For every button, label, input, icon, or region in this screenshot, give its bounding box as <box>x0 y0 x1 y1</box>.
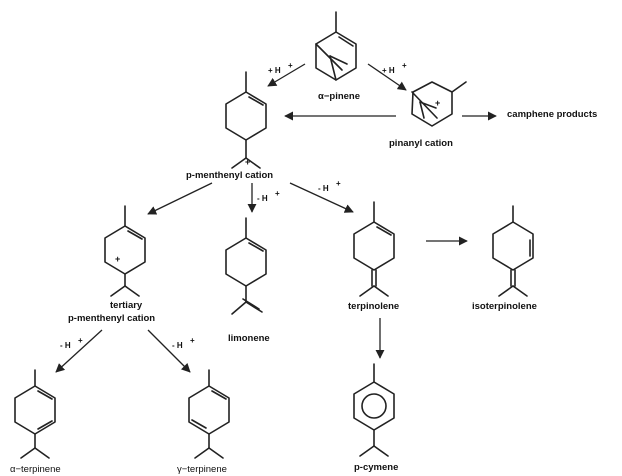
svg-text:+: + <box>275 189 280 198</box>
reagent-protonation-right: + H + <box>382 61 407 75</box>
svg-text:- H: - H <box>60 341 71 350</box>
tertiary-cation-charge: + <box>115 254 120 264</box>
svg-text:+: + <box>78 336 83 345</box>
pinanyl-cation-structure <box>411 81 467 127</box>
isoterpinolene-structure <box>492 205 534 297</box>
p-menthenyl-cation-structure <box>225 71 267 169</box>
svg-text:+: + <box>336 179 341 188</box>
alpha-terpinene-label: α−terpinene <box>10 464 61 475</box>
reagent-deprotonation-alpha: - H + <box>60 336 83 350</box>
arrow-menthenyl-to-terpinolene <box>289 182 354 213</box>
tertiary-p-menthenyl-cation-structure <box>104 205 146 297</box>
reagent-deprotonation-terpinolene: - H + <box>318 179 341 193</box>
arrow-tertiary-to-alpha-terpinene <box>55 329 103 373</box>
limonene-structure <box>225 217 267 315</box>
pinanyl-cation-label: pinanyl cation <box>389 138 453 149</box>
pinanyl-cation-charge: + <box>435 98 440 108</box>
arrow-pinene-to-menthenyl <box>267 63 306 87</box>
reagent-deprotonation-gamma: - H + <box>172 336 195 350</box>
svg-text:+ H: + H <box>382 66 395 75</box>
p-cymene-structure <box>353 363 395 457</box>
arrow-pinene-to-pinanyl <box>367 63 407 91</box>
p-menthenyl-cation-label: p-menthenyl cation <box>186 170 273 181</box>
terpinolene-label: terpinolene <box>348 301 399 312</box>
alpha-pinene-label: α−pinene <box>318 91 360 102</box>
svg-text:- H: - H <box>172 341 183 350</box>
isoterpinolene-label: isoterpinolene <box>472 301 537 312</box>
reagent-protonation-left: + H + <box>268 61 293 75</box>
gamma-terpinene-label: γ−terpinene <box>177 464 227 475</box>
alpha-terpinene-structure <box>14 369 56 459</box>
svg-text:+ H: + H <box>268 66 281 75</box>
svg-text:+: + <box>402 61 407 70</box>
arrow-tertiary-to-gamma-terpinene <box>147 329 191 373</box>
gamma-terpinene-structure <box>188 369 230 459</box>
terpinolene-structure <box>353 201 395 297</box>
alpha-pinene-structure <box>315 11 357 81</box>
p-cymene-label: p-cymene <box>354 462 398 473</box>
camphene-products-label: camphene products <box>507 109 597 120</box>
arrow-menthenyl-to-tertiary <box>147 182 213 215</box>
tertiary-label-line1: tertiary <box>110 300 143 311</box>
svg-text:+: + <box>288 61 293 70</box>
svg-text:+: + <box>190 336 195 345</box>
svg-text:- H: - H <box>318 184 329 193</box>
limonene-label: limonene <box>228 333 270 344</box>
svg-text:- H: - H <box>257 194 268 203</box>
p-menthenyl-cation-charge: + <box>245 157 250 167</box>
tertiary-label-line2: p-menthenyl cation <box>68 313 155 324</box>
reagent-deprotonation-limonene: - H + <box>257 189 280 203</box>
